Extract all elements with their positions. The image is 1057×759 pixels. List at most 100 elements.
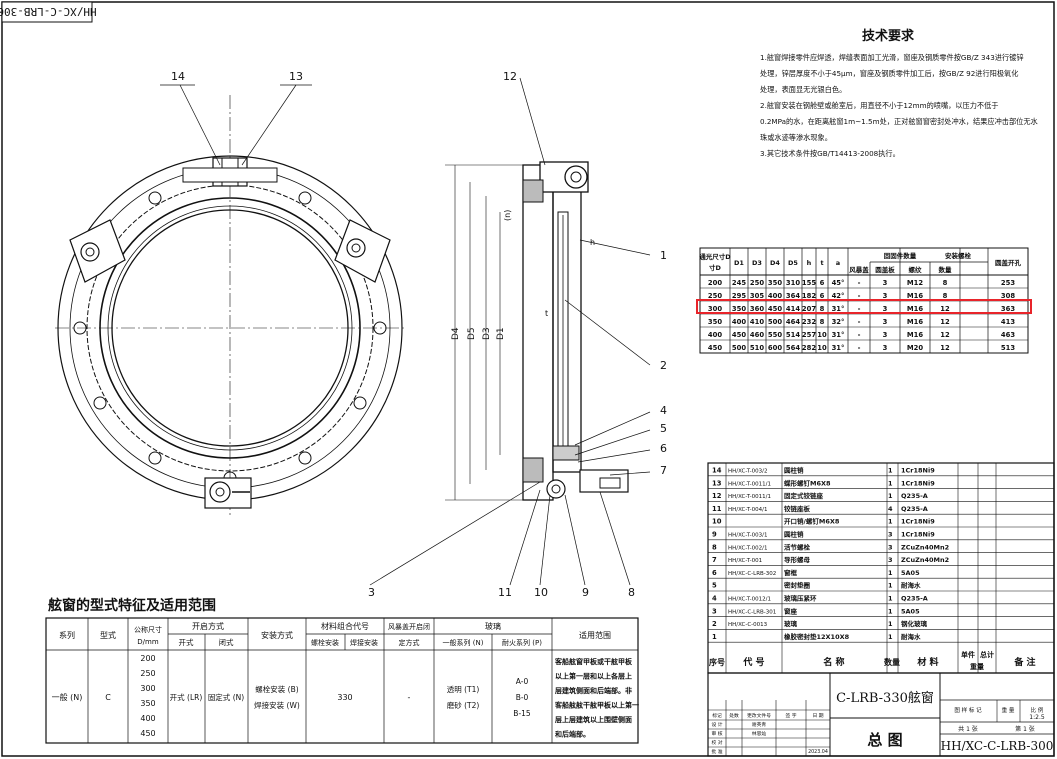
dt-cell: 3 (883, 331, 888, 339)
part-qty: 1 (888, 518, 893, 526)
dt-cell: 12 (940, 344, 950, 352)
part-no: 9 (712, 531, 717, 539)
dt-cell: - (858, 344, 861, 352)
dt-header: 安装螺栓 (945, 251, 972, 260)
part-material: Q235-A (901, 505, 928, 513)
dt-cell: 3 (883, 344, 888, 352)
dt-cell: - (858, 292, 861, 300)
h-type: 型式 (100, 630, 116, 640)
part-name: 开口销/螺钉M6X8 (784, 517, 840, 526)
dt-cell: 10 (817, 344, 827, 352)
apply-text: 客船舷舷干舷甲板以上第一 (554, 701, 639, 710)
part-material: 5A05 (901, 607, 920, 615)
dt-cell: 463 (1001, 331, 1015, 339)
dt-cell: 10 (817, 331, 827, 339)
part-name: 活节螺栓 (784, 542, 811, 551)
h-open: 开启方式 (192, 621, 224, 631)
part-name: 窗座 (784, 606, 798, 615)
tech-line: 处理，表面显无光银白色。 (760, 85, 846, 94)
dt-cell: 3 (883, 305, 888, 313)
part-no: 14 (712, 467, 722, 475)
part-material: 耐海水 (901, 632, 921, 641)
dt-subheader: 数量 (939, 265, 953, 274)
part-name: 密封垫圈 (784, 581, 811, 590)
part-no: 8 (712, 543, 717, 551)
part-code: HH/XC-T-004/1 (728, 507, 768, 513)
part-material: 1Cr18Ni9 (901, 531, 935, 539)
weight-label: 重 量 (1002, 706, 1015, 714)
date: 2023.04 (808, 749, 828, 755)
scope-title: 舷窗的型式特征及适用范围 (48, 597, 216, 614)
dt-cell: 350 (768, 279, 782, 287)
dt-cell: 42° (832, 292, 845, 300)
parts-header: 代 号 (742, 656, 764, 668)
stage-label: 图 样 标 记 (954, 706, 982, 714)
dt-cell: 413 (1001, 318, 1015, 326)
dt-cell: 8 (820, 318, 825, 326)
dim-n: (n) (503, 210, 512, 221)
dt-cell: M16 (907, 305, 923, 313)
balloon-11: 11 (498, 586, 512, 599)
part-name: 铰链座板 (783, 504, 811, 513)
parts-header: 备 注 (1013, 656, 1035, 668)
parts-header: 数量 (884, 657, 900, 667)
parts-header: 序号 (709, 657, 725, 667)
part-qty: 1 (888, 569, 893, 577)
dt-cell: M16 (907, 331, 923, 339)
sheet-total: 共 1 张 (958, 725, 978, 733)
dt-header: 圆盖开孔 (995, 258, 1022, 267)
glass-a-value: 透明 (T1) (447, 685, 480, 694)
dt-cell: - (858, 318, 861, 326)
part-name: 导形螺母 (784, 555, 811, 564)
role-label: 校 对 (711, 739, 722, 746)
dt-cell: 3 (883, 279, 888, 287)
section-view (369, 77, 651, 586)
h-glass-b: 耐火系列 (P) (502, 638, 542, 647)
dt-cell: M16 (907, 292, 923, 300)
title-block (707, 672, 1055, 757)
drawing-code: HH/XC-C-LRB-300 (941, 739, 1054, 753)
part-qty: 1 (888, 467, 893, 475)
dt-header: D1 (734, 259, 744, 267)
part-qty: 1 (888, 595, 893, 603)
part-qty: 1 (888, 492, 893, 500)
dt-cell: 3 (883, 318, 888, 326)
dt-cell: 514 (786, 331, 800, 339)
part-material: ZCuZn40Mn2 (901, 543, 949, 551)
tech-line: 3.其它技术条件按GB/T14413-2008执行。 (760, 149, 900, 158)
dt-cell: 400 (768, 292, 782, 300)
dim-d3: D3 (482, 327, 492, 340)
h-mat-a: 螺栓安装 (311, 638, 339, 647)
part-no: 5 (712, 582, 717, 590)
apply-text: 和后端部。 (554, 730, 590, 739)
dt-cell: 31° (832, 305, 845, 313)
dim-t: t (545, 309, 548, 318)
role-label: 设 计 (711, 721, 722, 728)
parts-header: 单件 (961, 650, 975, 659)
apply-text: 客船舷窗甲板或干舷甲板 (554, 657, 633, 666)
part-material: 1Cr18Ni9 (901, 518, 935, 526)
dt-cell: 500 (732, 344, 746, 352)
scope-table: 系列 型式 公称尺寸 D/mm 开启方式 开式 闭式 安装方式 材料组合代号 螺… (45, 617, 639, 744)
install-value: 焊接安装 (W) (254, 700, 300, 710)
balloon-14: 14 (171, 70, 185, 83)
dt-header: D4 (770, 259, 780, 267)
part-qty: 3 (888, 556, 893, 564)
role-label: 批 准 (711, 748, 722, 755)
dt-cell: 32° (832, 318, 845, 326)
dt-cell: 460 (750, 331, 764, 339)
part-code: HH/XC-T-0012/1 (728, 597, 771, 603)
part-code: HH/XC-C-0013 (728, 622, 768, 628)
part-material: ZCuZn40Mn2 (901, 556, 949, 564)
highlighted-row (696, 299, 1032, 314)
mat-value: 330 (337, 693, 352, 702)
dt-cell: 232 (802, 318, 816, 326)
h-mat: 材料组合代号 (321, 621, 369, 631)
dt-cell: 8 (820, 305, 825, 313)
dt-cell: - (858, 331, 861, 339)
dt-cell: 12 (940, 318, 950, 326)
